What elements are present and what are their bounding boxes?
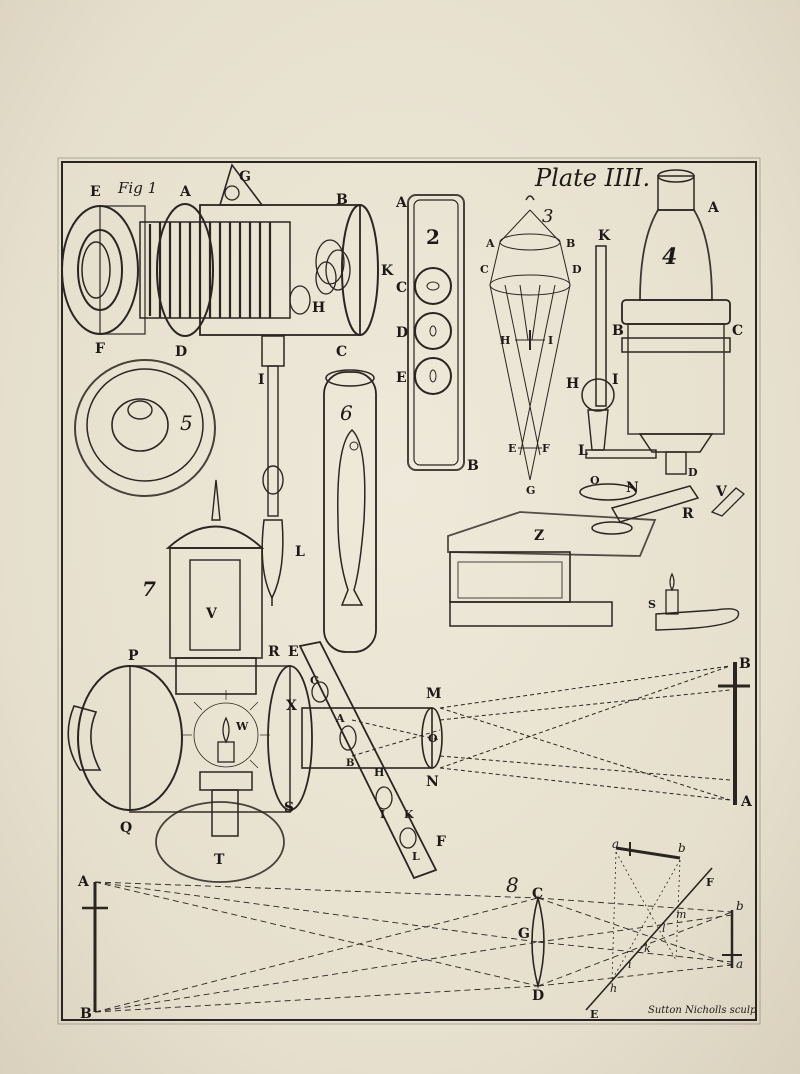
fig7-letter-I: I — [380, 808, 385, 821]
figure-6-fish-tube: 6 — [323, 369, 377, 653]
fig1-letter-A: A — [179, 184, 192, 200]
fig8-letter-B: B — [80, 1006, 92, 1022]
fig1-letter-K: K — [381, 263, 394, 279]
fig8-letter-a-right: a — [736, 957, 743, 971]
fig7-letter-R: R — [268, 644, 280, 660]
fig7-letter-Q: Q — [120, 820, 132, 836]
plate-border — [61, 161, 757, 1021]
fig7-letter-T: T — [214, 852, 225, 868]
fig3-letter-F: F — [542, 442, 550, 455]
figure-5-lens-box: 5 — [74, 359, 216, 497]
figure-2-object-slider: 2 A C D E B — [395, 194, 479, 474]
fig4-number: 4 — [662, 244, 677, 270]
fig8-number: 8 — [506, 873, 519, 897]
fig7-letter-G: G — [310, 674, 319, 687]
plate-title: Plate IIII. — [535, 164, 651, 192]
fig8-letter-l: l — [662, 922, 666, 935]
fig3-number: 3 — [542, 206, 553, 227]
fig1-letter-E: E — [90, 184, 101, 200]
fig7-letter-V: V — [205, 606, 218, 622]
fig1-letter-H: H — [312, 300, 325, 316]
engraver-credit: Sutton Nicholls sculp — [648, 1005, 757, 1016]
fig7-letter-P: P — [128, 648, 139, 664]
screen-letter-A: A — [740, 794, 753, 810]
fig3-letter-C: C — [480, 263, 489, 276]
fig7-letter-W: W — [235, 720, 249, 733]
fig4-letter-C: C — [732, 323, 743, 339]
fig2-number: 2 — [426, 225, 440, 249]
figure-7-lantern-projector: B A 7 V P R E X G A M O W S N Q T B H I … — [67, 479, 753, 883]
fig7-number: 7 — [142, 577, 156, 601]
fig1-letter-B: B — [336, 192, 348, 208]
fig4-letter-N: N — [626, 480, 639, 496]
fig3-letter-A: A — [485, 237, 495, 250]
fig8-letter-F: F — [706, 876, 714, 889]
figure-4-compound-microscope: 4 A K B C H I L O N D V R S Z — [447, 169, 745, 631]
fig1-letter-C: C — [336, 344, 347, 360]
fig6-number: 6 — [340, 401, 353, 425]
fig2-letter-E: E — [396, 370, 407, 386]
fig4-letter-D: D — [688, 466, 698, 479]
fig8-letter-k: k — [644, 942, 651, 955]
fig1-letter-L: L — [295, 544, 305, 560]
fig8-letter-b-right: b — [736, 899, 744, 913]
fig3-letter-B: B — [566, 237, 575, 250]
fig1-letter-F: F — [95, 341, 105, 357]
fig8-letter-D: D — [532, 988, 544, 1004]
fig7-letter-L: L — [412, 850, 420, 863]
fig4-letter-L: L — [578, 443, 588, 459]
fig4-letter-A: A — [707, 200, 720, 216]
fig2-letter-C: C — [396, 280, 407, 296]
fig3-letter-E: E — [508, 442, 516, 455]
fig1-caption: Fig 1 — [118, 179, 158, 197]
fig4-letter-R: R — [682, 506, 694, 522]
fig1-letter-I: I — [258, 372, 265, 388]
fig8-letter-i: i — [628, 958, 632, 971]
fig8-letter-A: A — [77, 874, 90, 890]
fig8-letter-a-top: a — [612, 837, 619, 851]
fig7-letter-B: B — [346, 758, 354, 769]
fig7-letter-E: E — [288, 644, 299, 660]
fig3-letter-D: D — [572, 263, 582, 276]
fig3-letter-G: G — [526, 484, 535, 497]
fig7-letter-F: F — [436, 834, 446, 850]
fig4-letter-H: H — [566, 376, 579, 392]
fig7-letter-H: H — [374, 766, 384, 779]
fig8-letter-E: E — [590, 1008, 598, 1021]
fig7-letter-X: X — [286, 698, 297, 714]
fig3-letter-I: I — [548, 334, 553, 347]
figure-8-lens-ray-diagram: 8 A B C G D a b F m l k i h E b a — [77, 837, 744, 1022]
fig8-letter-G: G — [518, 926, 530, 942]
fig7-letter-O: O — [428, 732, 438, 745]
fig8-letter-b-top: b — [678, 841, 686, 855]
fig2-letter-B: B — [467, 458, 479, 474]
figure-1-screw-barrel-microscope: E A G B K H F D C I L — [61, 163, 394, 606]
fig1-letter-D: D — [175, 344, 187, 360]
fig8-letter-h: h — [610, 982, 617, 995]
fig4-letter-Z: Z — [534, 528, 544, 544]
fig4-letter-K: K — [598, 228, 611, 244]
fig5-number: 5 — [180, 411, 193, 435]
fig4-letter-S: S — [648, 598, 656, 611]
fig8-letter-C: C — [532, 886, 543, 902]
figure-3-ray-diagram: 3 A B C D H I E F G — [480, 195, 582, 497]
fig1-letter-G: G — [239, 169, 251, 185]
fig3-letter-H: H — [500, 334, 510, 347]
fig2-letter-D: D — [396, 325, 408, 341]
fig4-letter-V: V — [715, 484, 728, 500]
fig7-letter-N: N — [426, 774, 439, 790]
fig8-letter-m: m — [676, 908, 686, 921]
fig7-letter-M: M — [426, 686, 442, 702]
fig2-letter-A: A — [395, 195, 408, 211]
fig4-letter-O: O — [590, 474, 600, 487]
fig7-letter-S: S — [284, 800, 294, 816]
screen-letter-B: B — [739, 656, 751, 672]
fig7-letter-K: K — [404, 808, 414, 821]
fig4-letter-I: I — [612, 372, 619, 388]
fig4-letter-B: B — [612, 323, 624, 339]
fig7-letter-A: A — [335, 712, 345, 725]
